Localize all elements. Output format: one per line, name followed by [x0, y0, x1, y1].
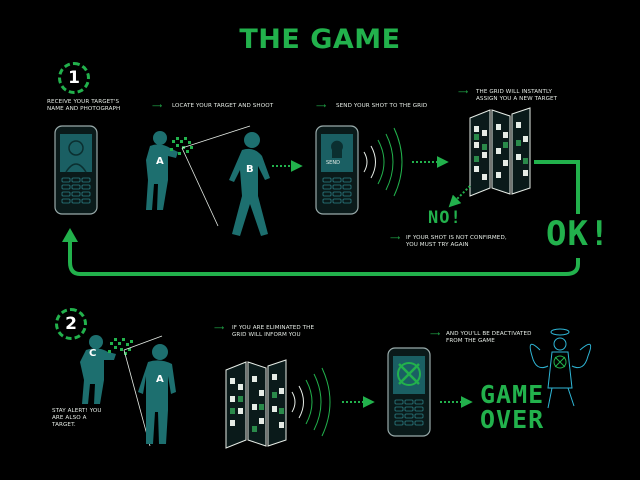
grid-server-icon-2 [225, 359, 287, 449]
phone-send-icon [315, 125, 359, 215]
receive-target-label: RECEIVE YOUR TARGET'S NAME AND PHOTOGRAP… [47, 99, 120, 113]
step-2-badge: 2 [55, 308, 87, 340]
grid-assign-label: THE GRID WILL INSTANTLY ASSIGN YOU A NEW… [476, 89, 557, 103]
locate-arrow-icon: ⟶ [152, 102, 163, 110]
not-confirmed-line-2: YOU MUST TRY AGAIN [406, 242, 469, 248]
game-word: GAME [480, 380, 545, 409]
not-confirmed-line-1: IF YOUR SHOT IS NOT CONFIRMED, [406, 235, 507, 241]
player-b-letter: B [246, 164, 254, 175]
player-a-letter: A [156, 156, 164, 167]
stay-line-2: ARE ALSO A [52, 415, 87, 421]
grid-server-icon [469, 107, 531, 197]
ok-label: OK! [546, 214, 611, 254]
stay-line-1: STAY ALERT! YOU [52, 408, 102, 414]
page-title: THE GAME [239, 24, 401, 55]
phone-eliminated-icon [387, 347, 431, 437]
grid-arrow-icon: ⟶ [458, 88, 469, 96]
eliminated-arrow-icon: ⟶ [214, 324, 225, 332]
no-label: NO! [428, 208, 462, 228]
player-c-silhouette [80, 335, 116, 404]
not-confirmed-label: IF YOUR SHOT IS NOT CONFIRMED, YOU MUST … [406, 235, 507, 249]
player-a-target-silhouette [138, 344, 176, 444]
phone-receive-icon [54, 125, 98, 215]
angel-icon [529, 328, 592, 409]
eliminated-line-2: GRID WILL INFORM YOU [232, 332, 301, 338]
camera-flash-pixels-2 [108, 338, 133, 355]
player-b-silhouette [229, 132, 270, 236]
deactivated-line-2: FROM THE GAME [446, 338, 495, 344]
grid-line-1: THE GRID WILL INSTANTLY [476, 89, 552, 95]
receive-line-2: NAME AND PHOTOGRAPH [47, 106, 121, 112]
game-over-label: GAME OVER [480, 382, 544, 432]
player-a-letter-2: A [156, 374, 164, 385]
grid-line-2: ASSIGN YOU A NEW TARGET [476, 96, 558, 102]
signal-waves-icon [363, 127, 403, 197]
deactivated-line-1: AND YOU'LL BE DEACTIVATED [446, 331, 532, 337]
eliminated-label: IF YOU ARE ELIMINATED THE GRID WILL INFO… [232, 325, 314, 339]
deactivated-arrow-icon: ⟶ [430, 330, 441, 338]
over-word: OVER [480, 405, 545, 434]
stay-alert-label: STAY ALERT! YOU ARE ALSO A TARGET. [52, 408, 102, 429]
player-c-letter: C [89, 348, 97, 359]
not-confirmed-arrow-icon: ⟶ [390, 234, 401, 242]
signal-waves-icon-2 [291, 367, 331, 437]
player-a-silhouette [146, 131, 178, 210]
eliminated-line-1: IF YOU ARE ELIMINATED THE [232, 325, 315, 331]
send-shot-label: SEND YOUR SHOT TO THE GRID [336, 103, 428, 109]
send-key-label: SEND [326, 160, 340, 166]
receive-line-1: RECEIVE YOUR TARGET'S [47, 99, 120, 105]
step-1-badge: 1 [58, 62, 90, 94]
send-arrow-icon: ⟶ [316, 102, 327, 110]
deactivated-label: AND YOU'LL BE DEACTIVATED FROM THE GAME [446, 331, 532, 345]
stay-line-3: TARGET. [52, 422, 76, 428]
locate-shoot-label: LOCATE YOUR TARGET AND SHOOT [172, 103, 274, 109]
